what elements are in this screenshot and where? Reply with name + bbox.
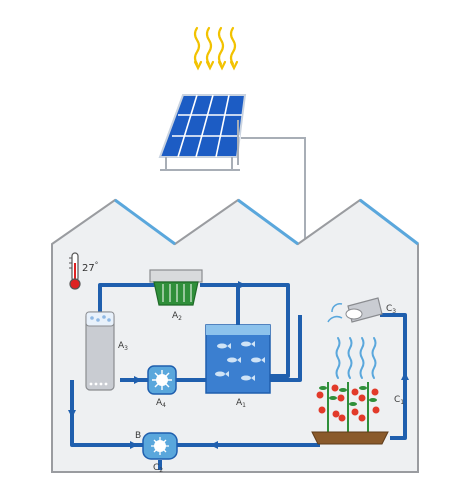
label-c2: C2 [153, 463, 163, 474]
label-c3: C3 [386, 304, 396, 315]
label-a4: A4 [156, 398, 166, 409]
label-b: B [135, 431, 141, 441]
temperature-readout: 27° [82, 261, 98, 274]
pump-icon [142, 432, 178, 460]
flow-arrows [68, 281, 409, 449]
uv-sterilizer-icon [147, 365, 177, 395]
solar-panel-icon [158, 94, 306, 242]
settler-tank-icon [149, 269, 203, 306]
sun-rays-icon [193, 26, 239, 71]
thermometer-icon [69, 252, 81, 290]
label-a1: A1 [236, 398, 246, 409]
mist-rays [335, 337, 377, 379]
fish-tank-icon [205, 324, 271, 394]
mist-nozzle-icon [327, 297, 383, 323]
tomato-plants-icon [311, 382, 389, 445]
label-a2: A2 [172, 311, 182, 322]
filter-tower-icon [85, 311, 115, 391]
label-c1: C1 [394, 395, 404, 406]
label-a3: A3 [118, 341, 128, 352]
